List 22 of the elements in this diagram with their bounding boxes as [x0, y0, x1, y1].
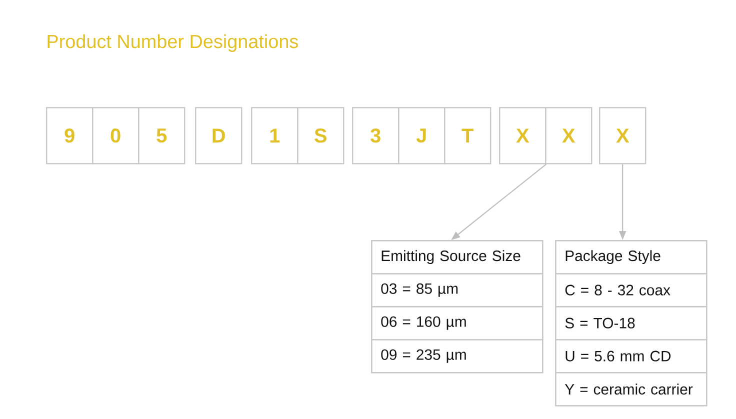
table-cell: S = TO-18 — [555, 306, 708, 340]
title: Product Number Designations — [48, 34, 298, 52]
letter-box: 3 — [352, 107, 400, 164]
letter-box: S — [297, 107, 344, 164]
letter-box: T — [444, 107, 492, 164]
table-cell: U = 5.6 mm CD — [555, 339, 708, 374]
letter-box: 5 — [138, 107, 186, 164]
letter-box: X — [499, 107, 546, 164]
table-cell: 03 = 85 µm — [371, 273, 544, 308]
letter-box: X — [599, 107, 646, 164]
table-header: Emitting Source Size — [371, 240, 544, 274]
table-cell: Y = ceramic carrier — [555, 372, 708, 406]
letter-box: 1 — [251, 107, 298, 164]
table-cell: 09 = 235 µm — [371, 339, 544, 374]
letter-box: 0 — [92, 107, 140, 164]
letter-box: D — [195, 107, 242, 164]
letter-box: X — [545, 107, 592, 164]
letter-box: J — [398, 107, 446, 164]
letter-box: 9 — [46, 107, 94, 164]
table-cell: C = 8 - 32 coax — [555, 273, 708, 308]
table-cell: 06 = 160 µm — [371, 306, 544, 340]
table-header: Package Style — [555, 240, 708, 274]
